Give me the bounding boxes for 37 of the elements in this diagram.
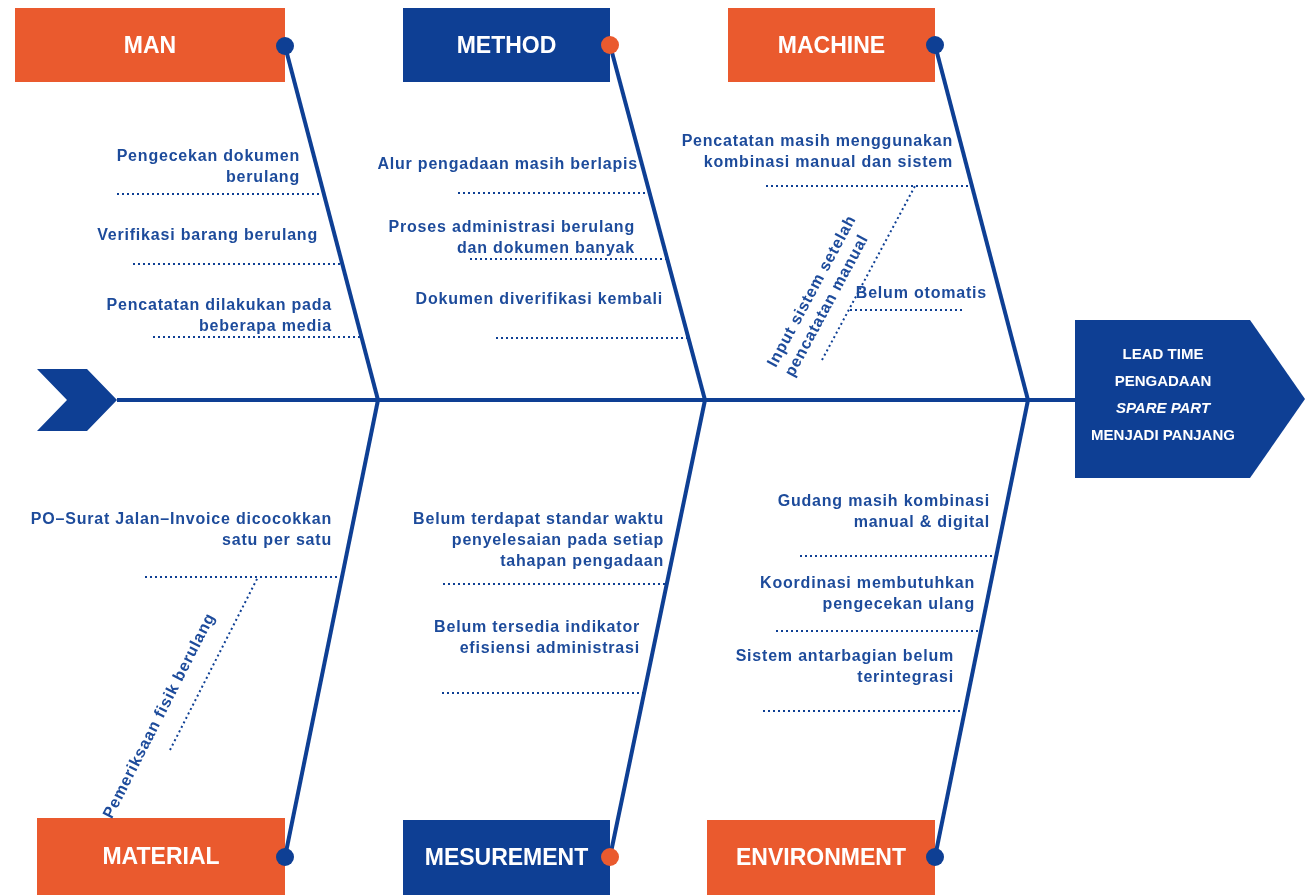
dotted-line: [152, 336, 363, 338]
dotted-line: [495, 337, 690, 339]
dotted-line: [469, 258, 669, 260]
dotted-line: [442, 583, 668, 585]
cause-text: Koordinasi membutuhkan pengecekan ulang: [741, 572, 975, 631]
chevron-shape: [37, 369, 117, 431]
bone-line: [926, 399, 1030, 866]
cause-text: PO–Surat Jalan–Invoice dicocokkan satu per satu: [11, 508, 332, 577]
cause-text: Belum tersedia indikator efisiensi administrasi: [418, 616, 640, 693]
dotted-line: [821, 185, 916, 361]
dotted-line: [144, 576, 343, 578]
spine-line: [117, 398, 1075, 402]
dotted-line: [441, 692, 646, 694]
cause-text: Gudang masih kombinasi manual & digital: [753, 490, 990, 556]
cause-text: Pencatatan dilakukan pada beberapa media: [90, 294, 332, 337]
cause-text: Dokumen diverifikasi kembali: [398, 288, 663, 338]
category-box: ENVIRONMENT: [707, 820, 935, 895]
effect-arrow-box: LEAD TIME PENGADAAN SPARE PART MENJADI PANJANG: [1075, 320, 1305, 478]
cause-text: Pencatatan masih menggunakan kombinasi manual dan sistem: [660, 130, 953, 186]
dotted-line: [169, 576, 259, 751]
bone-line: [601, 36, 707, 401]
cause-text: Alur pengadaan masih berlapis: [358, 153, 638, 193]
cause-text: Sistem antarbagian belum terintegrasi: [718, 645, 954, 711]
category-box: MATERIAL: [37, 818, 285, 895]
dotted-line: [848, 309, 963, 311]
bone-line: [601, 399, 707, 866]
cause-text: Verifikasi barang berulang: [80, 224, 318, 264]
cause-text: Belum terdapat standar waktu penyelesaian pada setiap tahapan pengadaan: [393, 508, 664, 584]
bone-line: [926, 36, 1030, 401]
bone-line: [276, 37, 380, 401]
cause-text: Proses administrasi berulang dan dokumen banyak: [370, 216, 635, 259]
category-box: MESUREMENT: [403, 820, 610, 895]
category-box: MACHINE: [728, 8, 935, 82]
bone-line: [276, 399, 380, 866]
category-box: METHOD: [403, 8, 610, 82]
cause-text: Pengecekan dokumen berulang: [98, 145, 300, 194]
category-box: MAN: [15, 8, 285, 82]
